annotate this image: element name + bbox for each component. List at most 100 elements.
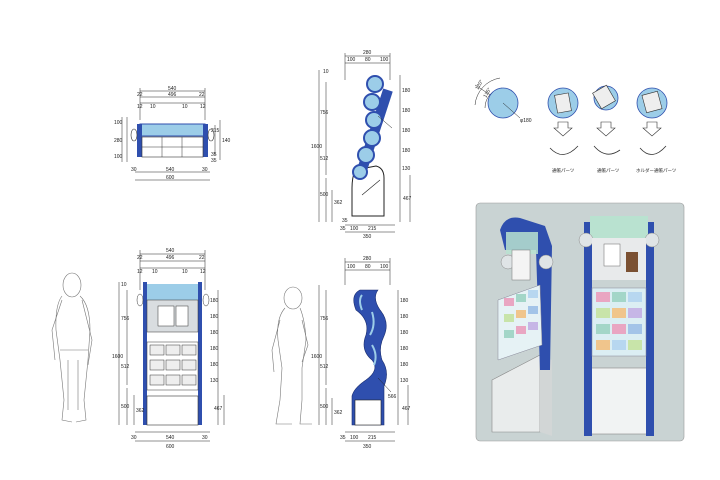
dim-label: 180 [402,88,411,94]
dim-label: 566 [388,394,397,400]
dim-label: 540 [166,248,175,254]
dim-label: 1600 [311,144,322,150]
render-panel [475,202,685,442]
dim-label: 30 [202,167,208,173]
dim-label: 280 [363,256,372,262]
dim-label: 280 [114,138,123,144]
dim-label: 180 [402,108,411,114]
dim-label: 180 [400,330,409,336]
dim-label: 362 [136,408,145,414]
dim-label: 180 [210,362,219,368]
top-plan-body [130,123,215,158]
person-side-outline [271,286,312,425]
rotation-diagram: 120° 135° φ180 [475,77,532,124]
dim-label: 540 [166,435,175,441]
dim-label: 540 [168,86,177,92]
dim-label: 350 [363,234,372,240]
dim-label: 280 [363,50,372,56]
dim-label: 130 [210,378,219,384]
holder-label: 通帳パーツ [552,167,575,174]
dim-label: 22 [137,92,143,98]
dim-label: 496 [166,255,175,261]
dim-label: 756 [320,316,329,322]
dim-label: 12 [137,104,143,110]
dim-label: 10 [121,282,127,288]
dim-label: 22 [199,92,205,98]
render-unit-left [491,217,554,436]
dim-label: 496 [168,92,177,98]
dim-label: 130 [402,166,411,172]
dim-label: 512 [320,156,329,162]
dim-label: 362 [334,200,343,206]
dim-label: 22 [199,255,205,261]
dim-label: 35 [340,226,346,232]
dim-label: 180 [402,128,411,134]
dim-label: 350 [363,444,372,450]
side-view-bottom-labels: 280 100 80 100 1600 756 512 500 362 180 … [311,256,411,450]
dim-label: 100 [347,57,356,63]
dim-label: 756 [320,110,329,116]
dim-label: 12 [200,269,206,275]
dim-label: 140 [222,138,231,144]
dim-label: 756 [121,316,130,322]
angle-label: 135° [483,87,493,99]
dim-label: 10 [323,69,329,75]
person-front-outline [51,272,93,423]
dim-label: 215 [368,226,377,232]
dim-label: 22 [137,255,143,261]
dim-label: 467 [403,196,412,202]
dim-label: 180 [210,314,219,320]
dim-label: 10 [152,269,158,275]
dim-label: 500 [320,404,329,410]
front-view-labels: 540 496 22 22 12 10 10 12 10 1600 756 51… [112,248,223,450]
dim-label: 512 [121,364,130,370]
side-view-top-labels: 280 100 80 100 1600 756 512 500 362 35 1… [311,50,412,240]
side-view-top-dims [318,53,411,233]
dim-label: 12 [200,104,206,110]
front-view-dims [118,250,225,442]
dim-label: 600 [166,444,175,450]
dim-label: 130 [400,378,409,384]
diameter-label: φ180 [520,118,532,124]
dim-label: 362 [334,410,343,416]
dim-label: 467 [402,406,411,412]
dim-label: 100 [350,435,359,441]
holder-part-3: ホルダー通帳パーツ [636,87,677,174]
dim-label: 1600 [112,354,123,360]
dim-label: 10 [182,104,188,110]
dim-label: 35 [211,158,217,164]
dim-label: 100 [380,57,389,63]
dim-label: 215 [368,435,377,441]
holder-part-2: 通帳パーツ [592,84,621,174]
render-unit-right [578,216,660,436]
angle-label: 120° [475,79,485,91]
dim-label: 100 [380,264,389,270]
dim-label: 100 [114,120,123,126]
side-view-bottom-body [351,289,392,426]
dim-label: 180 [400,314,409,320]
side-view-top-body [351,75,393,217]
dim-label: 180 [210,346,219,352]
dim-label: 180 [400,298,409,304]
dim-label: 215 [211,128,220,134]
holder-part-1: 通帳パーツ [547,87,579,174]
dim-label: 35 [340,435,346,441]
dim-label: 100 [347,264,356,270]
dim-label: 35 [211,152,217,158]
dim-label: 80 [365,57,371,63]
dim-label: 12 [137,269,143,275]
dim-label: 10 [150,104,156,110]
dim-label: 180 [400,346,409,352]
dim-label: 10 [182,269,188,275]
dim-label: 35 [342,218,348,224]
dim-label: 180 [400,362,409,368]
dim-label: 30 [202,435,208,441]
dim-label: 30 [131,167,137,173]
holder-label: 通帳パーツ [597,167,620,174]
holder-label: ホルダー通帳パーツ [636,167,677,174]
dim-label: 540 [166,167,175,173]
dim-label: 180 [210,298,219,304]
top-plan-view [121,88,221,181]
dim-label: 100 [114,154,123,160]
